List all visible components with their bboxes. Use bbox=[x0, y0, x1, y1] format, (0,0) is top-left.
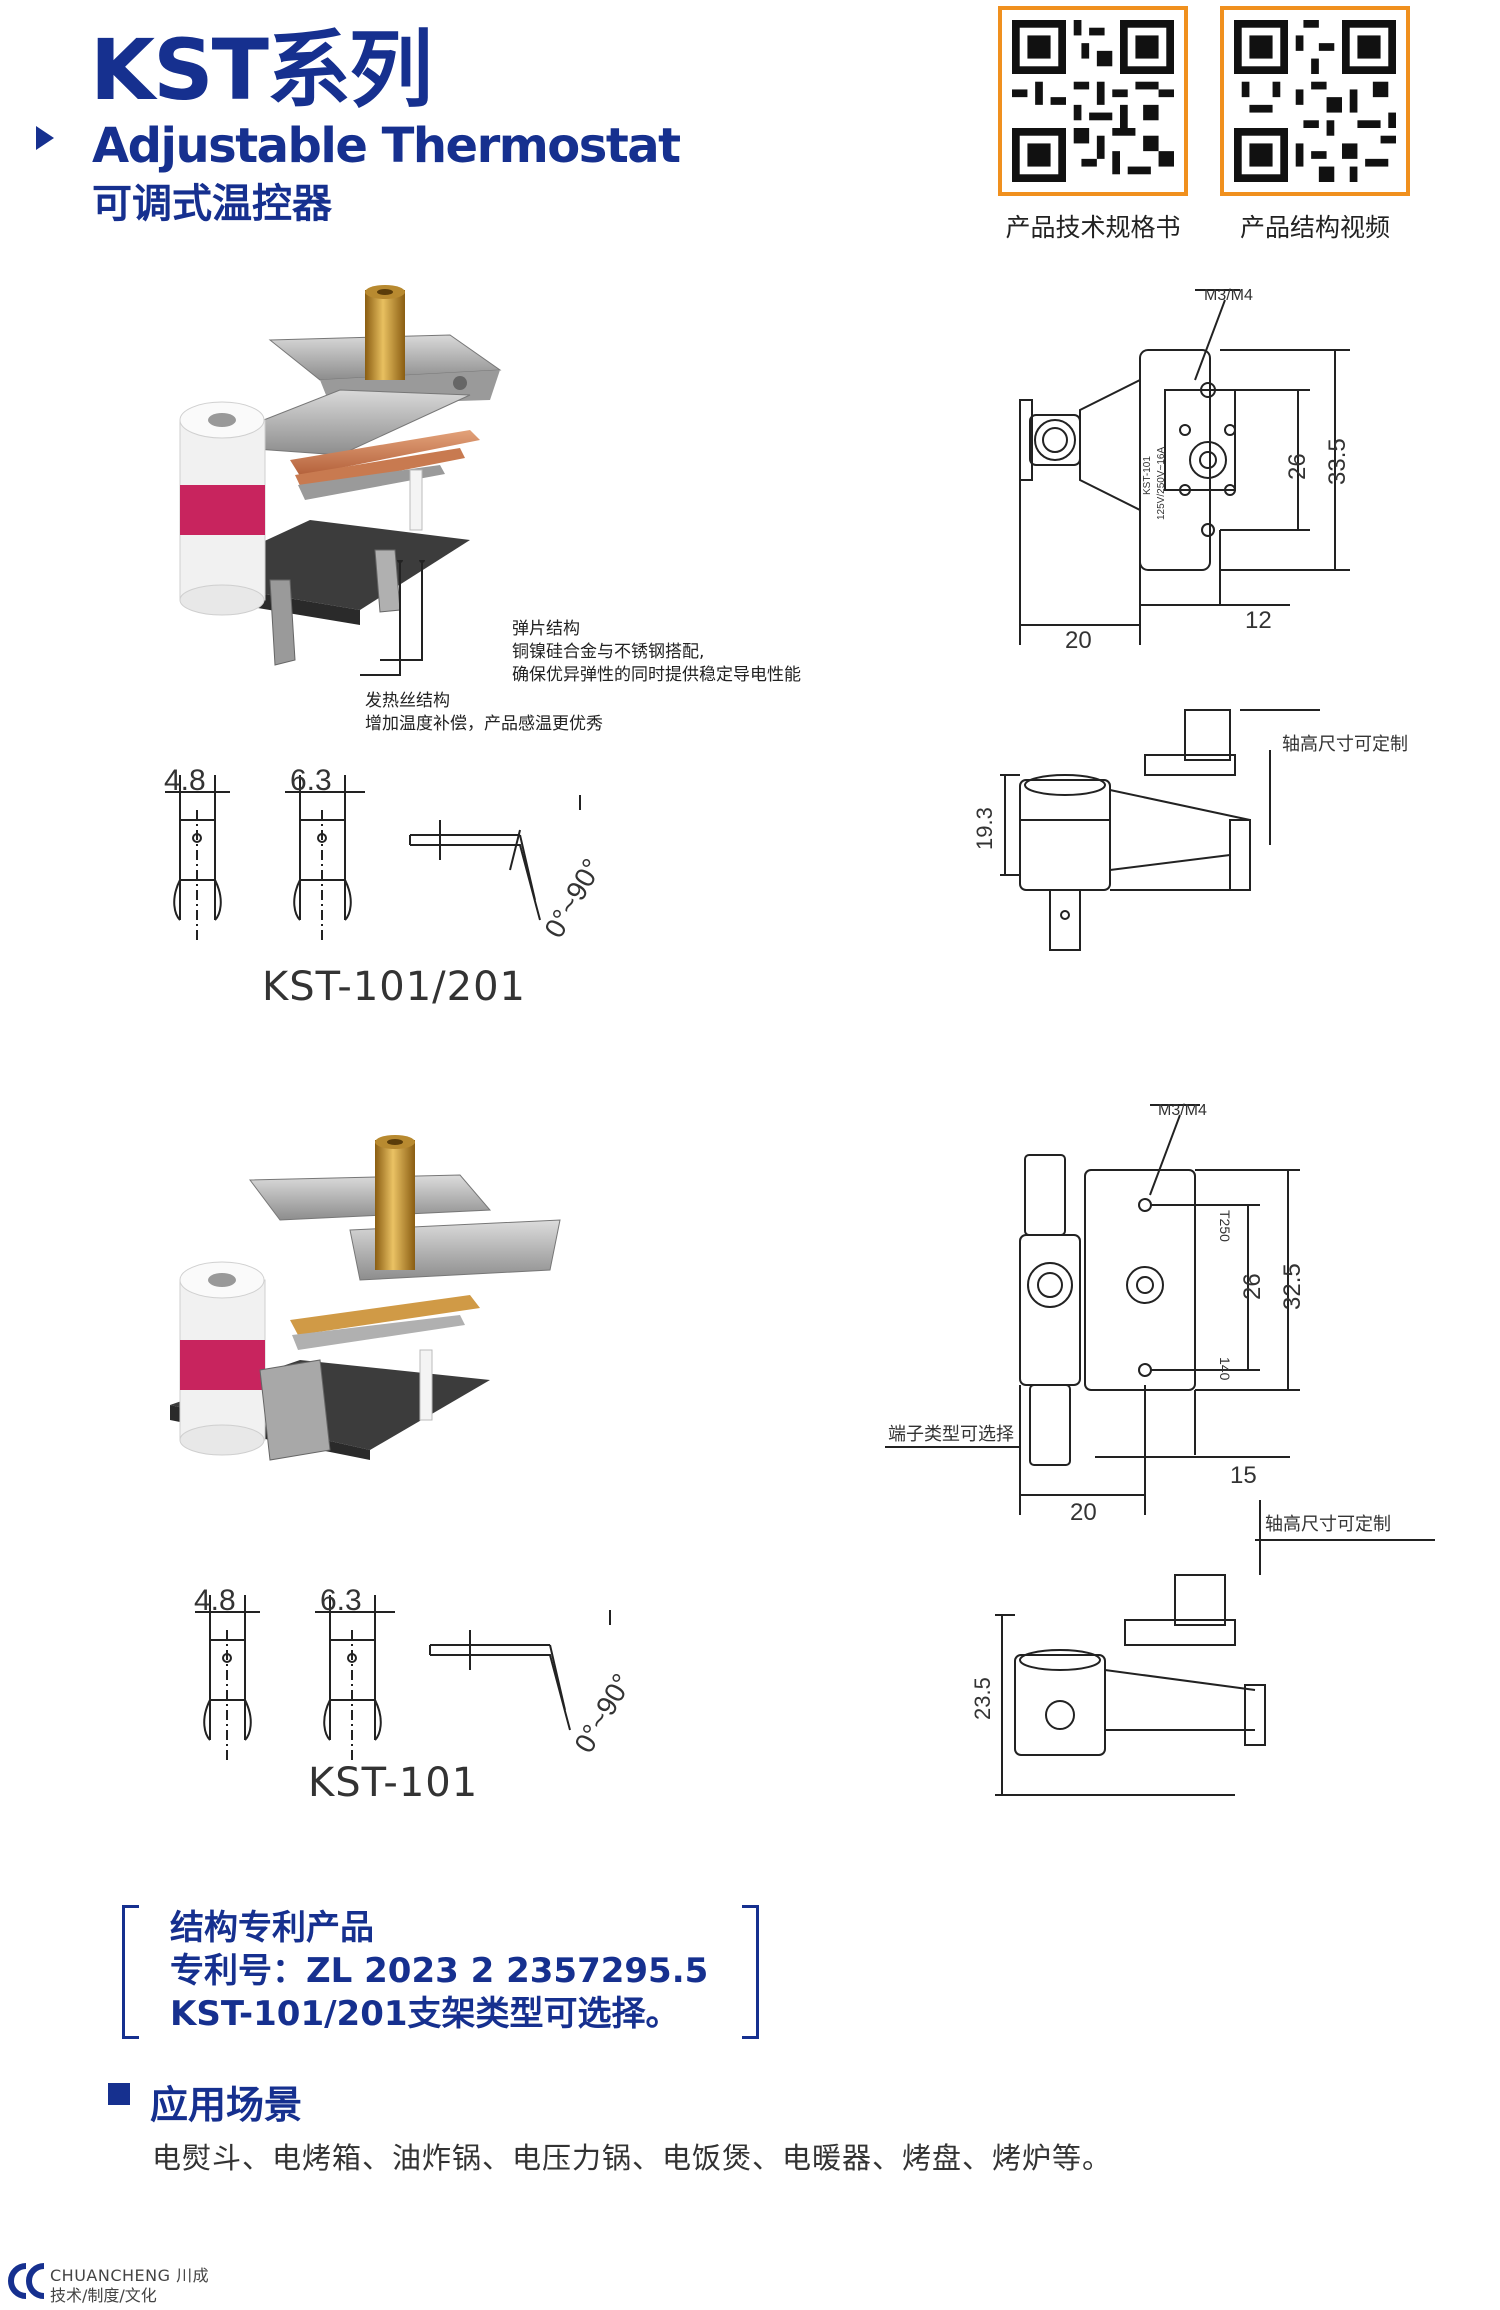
term-width-1: 4.8 bbox=[194, 1584, 236, 1617]
patent-line-2: 专利号：ZL 2023 2 2357295.5 bbox=[170, 1951, 709, 1991]
mark-t250: T250 bbox=[1217, 1210, 1233, 1242]
patent-block: 结构专利产品 专利号：ZL 2023 2 2357295.5 KST-101/2… bbox=[170, 1907, 708, 2036]
top-view-drawing-1: M3/M4 26 33.5 20 12 KST-101 125V/250V~16… bbox=[1019, 287, 1351, 654]
qr-structure-video[interactable]: 产品结构视频 bbox=[1220, 6, 1425, 244]
dim-12: 12 bbox=[1245, 607, 1272, 634]
shaft-note-1: 轴高尺寸可定制 bbox=[1282, 734, 1408, 754]
patent-line-1: 结构专利产品 bbox=[170, 1908, 374, 1948]
callout-heat-line1: 增加温度补偿，产品感温更优秀 bbox=[365, 714, 603, 734]
callout-spring-line1: 铜镍硅合金与不锈钢搭配, bbox=[512, 642, 705, 662]
term-width-1: 4.8 bbox=[164, 764, 206, 797]
dim-15: 15 bbox=[1230, 1462, 1257, 1489]
dim-20-2: 20 bbox=[1070, 1499, 1097, 1525]
qr-label: 产品结构视频 bbox=[1239, 213, 1390, 242]
application-title: 应用场景 bbox=[150, 2083, 303, 2127]
callout-heat: 发热丝结构 增加温度补偿，产品感温更优秀 bbox=[365, 690, 603, 736]
height-dim-2: 23.5 bbox=[970, 1677, 995, 1720]
callout-heat-title: 发热丝结构 bbox=[365, 691, 450, 711]
dim-325: 32.5 bbox=[1279, 1263, 1306, 1310]
triangle-bullet-icon bbox=[36, 126, 54, 150]
qr-spec-sheet[interactable]: 产品技术规格书 bbox=[998, 6, 1203, 244]
brand-name: CHUANCHENG 川成 bbox=[50, 2266, 210, 2285]
brand-tagline: 技术/制度/文化 bbox=[50, 2286, 157, 2305]
mark-140: 140 bbox=[1217, 1357, 1233, 1381]
callout-spring-title: 弹片结构 bbox=[512, 619, 580, 639]
bracket-left bbox=[122, 1905, 139, 2039]
terminal-drawing-1: 4.8 6.3 0°~90° bbox=[164, 764, 608, 943]
page-subtitle-en: Adjustable Thermostat bbox=[92, 118, 681, 174]
term-width-2: 6.3 bbox=[320, 1584, 362, 1617]
terminal-drawing-2: 4.8 6.3 0°~90° bbox=[194, 1584, 638, 1760]
bend-angle: 0°~90° bbox=[538, 853, 608, 943]
side-view-drawing-2: 轴高尺寸可定制 23.5 bbox=[970, 1500, 1435, 1796]
section-bullet-icon bbox=[108, 2083, 130, 2105]
dim-335: 33.5 bbox=[1324, 438, 1351, 485]
page-title: KST系列 bbox=[90, 21, 433, 119]
qr-code-icon bbox=[1220, 6, 1410, 196]
screw-spec-1: M3/M4 bbox=[1204, 287, 1253, 304]
dim-26-2: 26 bbox=[1239, 1273, 1266, 1300]
dim-26-1: 26 bbox=[1284, 453, 1311, 480]
plate-label-1: KST-101 bbox=[1142, 456, 1153, 495]
plate-label-2: 125V/250V~16A bbox=[1156, 447, 1167, 520]
shaft-note-2: 轴高尺寸可定制 bbox=[1265, 1514, 1391, 1534]
page-subtitle-cn: 可调式温控器 bbox=[92, 181, 332, 227]
bracket-right bbox=[742, 1905, 759, 2039]
model-label-2: KST-101 bbox=[308, 1760, 479, 1806]
bend-angle: 0°~90° bbox=[568, 1668, 638, 1758]
thermostat-render-2 bbox=[170, 1135, 561, 1461]
dim-20-1: 20 bbox=[1065, 627, 1092, 654]
thermostat-render-1 bbox=[179, 285, 502, 666]
height-dim-1: 19.3 bbox=[972, 807, 997, 850]
qr-label: 产品技术规格书 bbox=[1005, 213, 1181, 242]
brand-logo-icon bbox=[8, 2263, 45, 2299]
callout-spring: 弹片结构 铜镍硅合金与不锈钢搭配, 确保优异弹性的同时提供稳定导电性能 bbox=[512, 618, 801, 687]
screw-spec-2: M3/M4 bbox=[1158, 1102, 1207, 1119]
top-view-drawing-2: M3/M4 26 32.5 20 15 端子类型可选择 T250 140 bbox=[885, 1102, 1306, 1525]
application-body: 电熨斗、电烤箱、油炸锅、电压力锅、电饭煲、电暖器、烤盘、烤炉等。 bbox=[152, 2141, 1113, 2175]
qr-code-icon bbox=[998, 6, 1188, 196]
terminal-note: 端子类型可选择 bbox=[888, 1424, 1014, 1444]
model-label-1: KST-101/201 bbox=[262, 964, 526, 1010]
callout-spring-line2: 确保优异弹性的同时提供稳定导电性能 bbox=[512, 665, 801, 685]
callout-leaders-1 bbox=[360, 560, 425, 676]
patent-line-3: KST-101/201支架类型可选择。 bbox=[170, 1994, 680, 2034]
term-width-2: 6.3 bbox=[290, 764, 332, 797]
side-view-drawing-1: 轴高尺寸可定制 19.3 bbox=[972, 709, 1408, 951]
